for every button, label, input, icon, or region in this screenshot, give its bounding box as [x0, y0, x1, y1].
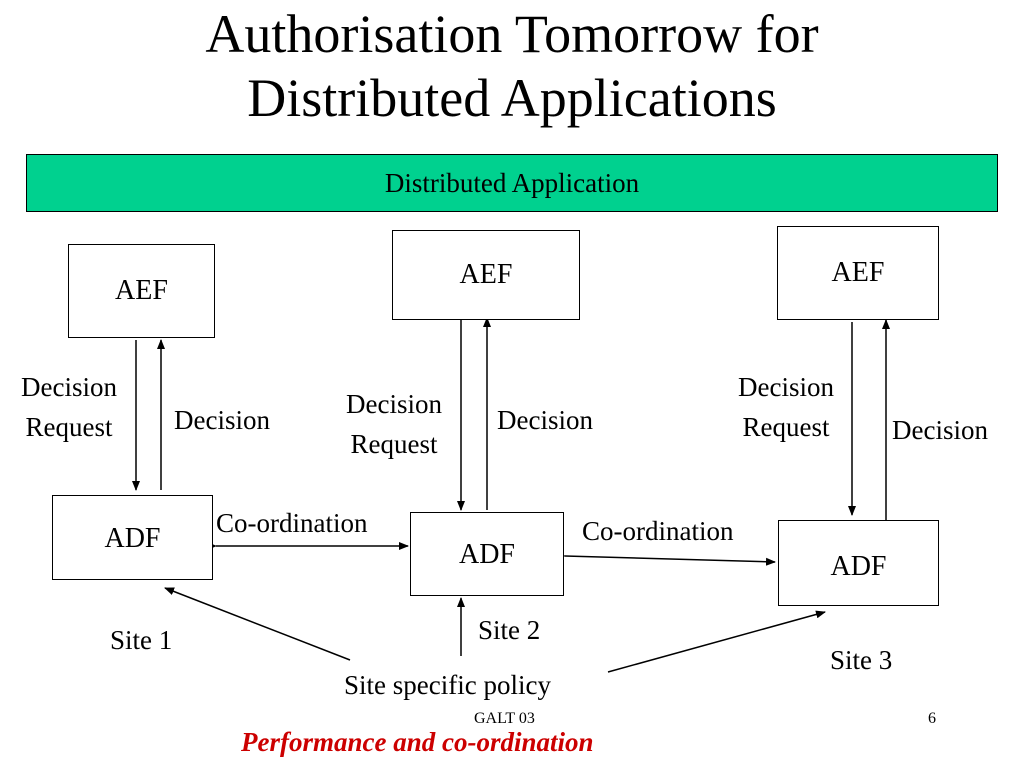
policy-arrow-site1 — [164, 587, 351, 661]
site1-request-line2: Request — [25, 412, 113, 442]
site2-request-line1: Decision — [346, 389, 442, 419]
site2-adf-label: ADF — [458, 539, 515, 570]
site3-adf-label: ADF — [830, 551, 887, 582]
site2-aef-box: AEF — [392, 230, 580, 320]
site1-aef-label: AEF — [115, 275, 168, 306]
site1-adf-box: ADF — [52, 495, 213, 580]
slide-title-line2: Distributed Applications — [247, 68, 777, 128]
site2-decision-label: Decision — [497, 405, 593, 435]
site2-request-line2: Request — [350, 429, 438, 459]
site1-aef-box: AEF — [68, 244, 215, 338]
site3-request-line2: Request — [742, 412, 830, 442]
site1-request-line1: Decision — [21, 372, 117, 402]
site3-label: Site 3 — [830, 645, 893, 675]
slide-subtitle: Performance and co-ordination — [241, 727, 594, 757]
site1-decision-label: Decision — [174, 405, 270, 435]
distributed-application-banner: Distributed Application — [26, 154, 998, 212]
site-policy-label: Site specific policy — [344, 670, 551, 700]
site3-aef-label: AEF — [831, 257, 885, 288]
site1-adf-label: ADF — [104, 523, 161, 554]
slide-title: Authorisation Tomorrow for Distributed A… — [0, 2, 1024, 130]
site2-label: Site 2 — [478, 615, 541, 645]
coordination-label-1: Co-ordination — [216, 508, 368, 538]
site3-decision-label: Decision — [892, 415, 988, 445]
policy-arrow-site3 — [607, 610, 826, 673]
coordination-arrow-2 — [555, 551, 776, 566]
page-number: 6 — [928, 710, 936, 727]
site3-request-label: Decision Request — [722, 367, 850, 447]
coordination-label-2: Co-ordination — [582, 516, 734, 546]
site3-aef-box: AEF — [777, 226, 939, 320]
site1-request-label: Decision Request — [4, 367, 134, 447]
site2-request-label: Decision Request — [330, 384, 458, 464]
site1-label: Site 1 — [110, 625, 173, 655]
site2-adf-box: ADF — [410, 512, 564, 596]
site2-aef-label: AEF — [459, 259, 513, 290]
site3-request-line1: Decision — [738, 372, 834, 402]
footer-center-text: GALT 03 — [474, 710, 535, 727]
site3-adf-box: ADF — [778, 520, 939, 606]
slide-title-line1: Authorisation Tomorrow for — [205, 4, 819, 64]
